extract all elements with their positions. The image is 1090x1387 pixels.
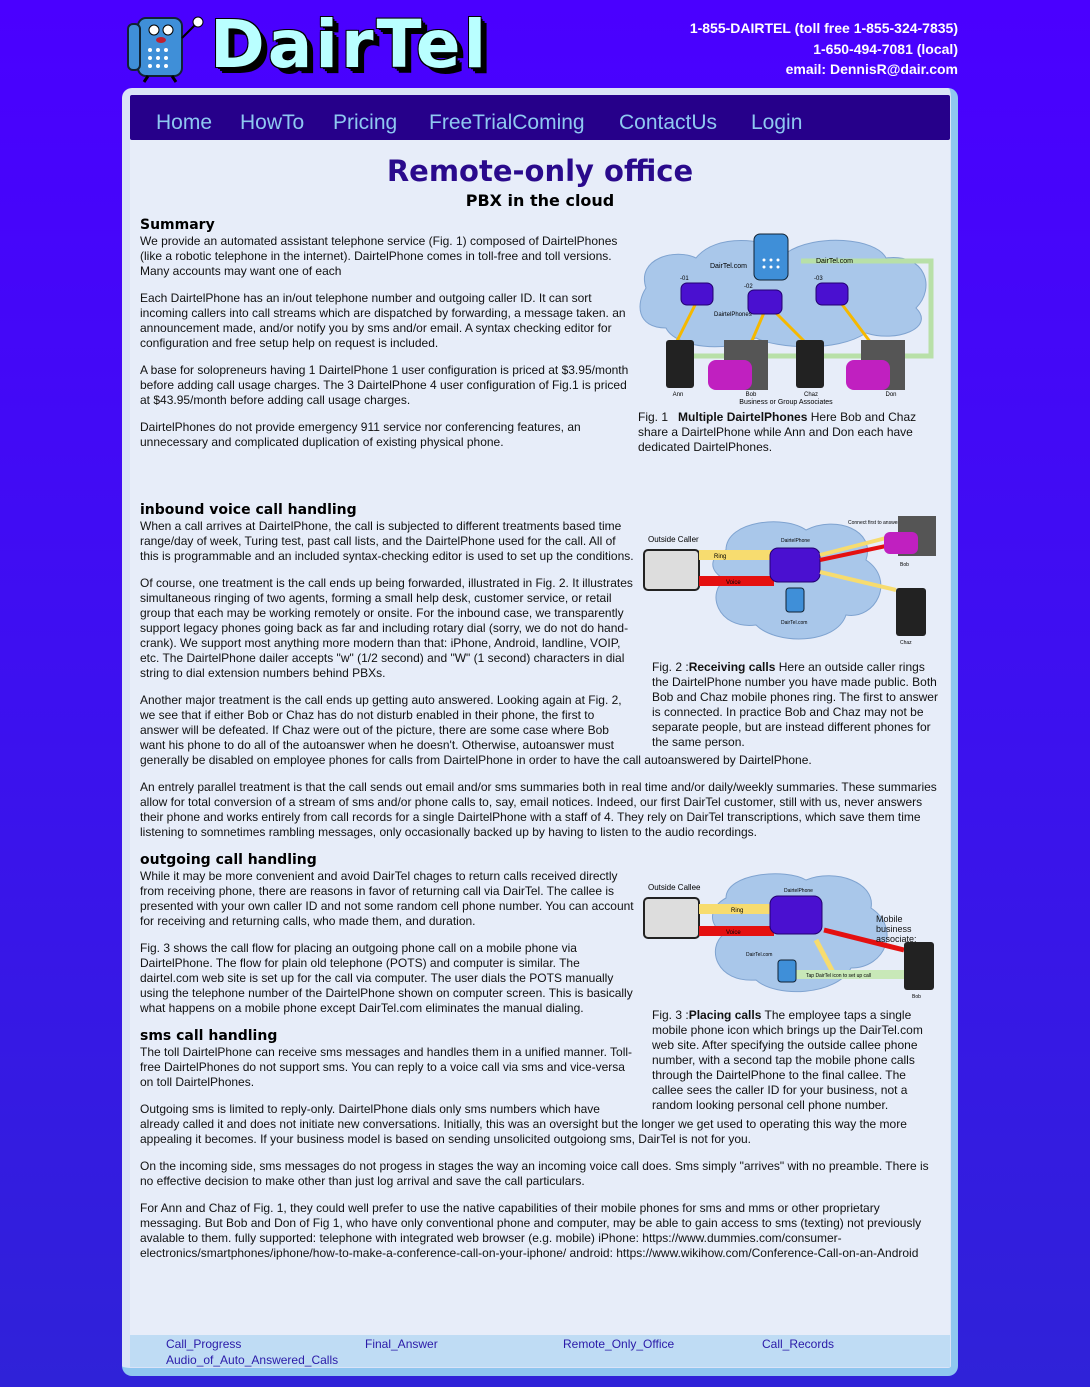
nav-home[interactable]: Home <box>156 111 213 134</box>
fig1-title: Multiple DairtelPhones <box>678 410 808 424</box>
fig1-label-cloud: DairTel.com <box>710 263 747 270</box>
fig1-diagram: DairTel.com DairTel.com -01 -02 -03 Dair… <box>639 233 934 406</box>
fig3-number: Fig. 3 : <box>652 1008 689 1022</box>
fig2-label-bob: Bob <box>900 562 909 568</box>
sms-p1: The toll DairtelPhone can receive sms me… <box>140 1045 633 1089</box>
fig2-label-connect: Connect first to answer <box>848 520 899 526</box>
inbound-heading: inbound voice call handling <box>140 502 357 518</box>
page-title: Remote-only office <box>386 154 694 188</box>
fig3-text: The employee taps a single mobile phone … <box>652 1008 923 1112</box>
outgoing-p2: Fig. 3 shows the call flow for placing a… <box>140 941 633 1015</box>
fig1-number: Fig. 1 <box>638 410 669 424</box>
sms-p2: Outgoing sms is limited to reply-only. D… <box>140 1102 907 1146</box>
fig2-label-phone: DairtelPhone <box>781 538 810 544</box>
inbound-p1: When a call arrives at DairtelPhone, the… <box>140 519 634 563</box>
nav-howto[interactable]: HowTo <box>240 111 305 134</box>
fig2-label-caller: Outside Caller <box>648 535 699 544</box>
summary-heading: Summary <box>140 217 215 233</box>
fig2-text: Here an outside caller rings the Dairtel… <box>652 660 938 749</box>
inbound-p2: Of course, one treatment is the call end… <box>140 576 633 680</box>
figure-1: DairTel.com DairTel.com -01 -02 -03 Dair… <box>636 228 940 455</box>
sms-p4: For Ann and Chaz of Fig. 1, they could w… <box>140 1201 922 1260</box>
brand-logo[interactable]: DairTel <box>210 6 490 83</box>
fig2-label-cloud: DairTel.com <box>781 620 807 626</box>
header: DairTel 1-855-DAIRTEL (toll free 1-855-3… <box>0 0 1090 88</box>
fig3-diagram: Outside Callee Ring Voice DairtelPhone T… <box>643 873 934 1000</box>
page-subtitle: PBX in the cloud <box>465 191 615 210</box>
fig3-label-ring: Ring <box>731 908 743 914</box>
fig1-label-don: Don <box>885 392 896 398</box>
fig1-label-arrow: DairTel.com <box>816 258 853 265</box>
fig2-caption: Fig. 2 :Receiving calls Here an outside … <box>636 660 940 750</box>
fig1-label-p1: -01 <box>680 276 689 282</box>
fig1-label-chaz: Chaz <box>804 392 818 398</box>
summary-p4: DairtelPhones do not provide emergency 9… <box>140 420 581 449</box>
fig3-label-phone: DairtelPhone <box>784 888 813 894</box>
fig1-label-phones: DairtelPhones <box>714 312 752 318</box>
figure-3: Outside Callee Ring Voice DairtelPhone T… <box>636 868 940 1113</box>
inbound-p3: Another major treatment is the call ends… <box>140 693 812 767</box>
outgoing-p1: While it may be more convenient and avoi… <box>140 869 634 928</box>
nav-free-trial[interactable]: FreeTrialComing <box>429 111 585 134</box>
summary-p3: A base for solopreneurs having 1 Dairtel… <box>140 363 629 407</box>
fig3-label-mobile: Mobile business associate: <box>876 914 917 944</box>
fig1-label-p2: -02 <box>744 284 753 290</box>
fig3-caption: Fig. 3 :Placing calls The employee taps … <box>636 1008 940 1113</box>
main-nav: Home HowTo Pricing FreeTrialComing Conta… <box>130 95 950 140</box>
footer-link-remote-only-office[interactable]: Remote_Only_Office <box>563 1337 675 1351</box>
fig2-label-ring: Ring <box>714 554 726 560</box>
fig1-caption: Fig. 1 Multiple DairtelPhones Here Bob a… <box>636 410 940 455</box>
figure-2: Outside Caller Ring Voice DairtelPhone D… <box>636 510 940 750</box>
contact-info: 1-855-DAIRTEL (toll free 1-855-324-7835)… <box>690 18 958 80</box>
nav-pricing[interactable]: Pricing <box>333 111 398 134</box>
inbound-parallel: An entrely parallel treatment is that th… <box>140 780 937 839</box>
fig1-label-p3: -03 <box>814 276 823 282</box>
footer-links: Call_Progress Final_Answer Remote_Only_O… <box>130 1335 950 1367</box>
fig1-label-ann: Ann <box>673 392 684 398</box>
footer-link-final-answer[interactable]: Final_Answer <box>365 1337 438 1351</box>
logo-phone-mascot-icon <box>127 16 204 83</box>
footer-link-call-records[interactable]: Call_Records <box>762 1337 835 1351</box>
contact-email: email: DennisR@dair.com <box>785 61 958 77</box>
fig2-label-voice: Voice <box>726 580 741 586</box>
fig2-title: Receiving calls <box>688 660 776 674</box>
fig3-label-tap: Tap DairTel icon to set up call <box>806 973 871 979</box>
summary-p2: Each DairtelPhone has an in/out telephon… <box>140 291 626 350</box>
nav-login[interactable]: Login <box>751 111 803 134</box>
tollfree-number: 1-855-DAIRTEL (toll free 1-855-324-7835) <box>689 20 958 36</box>
fig1-label-bob: Bob <box>746 392 757 398</box>
footer-link-audio-auto-answered[interactable]: Audio_of_Auto_Answered_Calls <box>166 1353 339 1367</box>
summary-p1: We provide an automated assistant teleph… <box>140 234 618 278</box>
fig2-label-chaz: Chaz <box>900 640 912 646</box>
fig2-number: Fig. 2 : <box>652 660 689 674</box>
fig3-label-callee: Outside Callee <box>648 883 701 892</box>
fig1-text: Here Bob and Chaz share a DairtelPhone w… <box>638 410 917 454</box>
fig2-diagram: Outside Caller Ring Voice DairtelPhone D… <box>643 516 936 646</box>
footer-link-call-progress[interactable]: Call_Progress <box>166 1337 242 1351</box>
local-number: 1-650-494-7081 (local) <box>813 40 958 57</box>
fig3-label-voice: Voice <box>726 930 741 936</box>
fig3-label-bob: Bob <box>912 994 921 1000</box>
nav-contact[interactable]: ContactUs <box>619 111 718 134</box>
fig3-title: Placing calls <box>688 1008 762 1022</box>
fig1-label-group: Business or Group Associates <box>739 399 833 406</box>
fig3-label-cloud: DairTel.com <box>746 952 772 958</box>
outgoing-heading: outgoing call handling <box>140 852 317 868</box>
sms-p3: On the incoming side, sms messages do no… <box>140 1159 929 1188</box>
main-content: Remote-only office PBX in the cloud Dair… <box>130 140 950 1335</box>
sms-heading: sms call handling <box>140 1028 278 1044</box>
